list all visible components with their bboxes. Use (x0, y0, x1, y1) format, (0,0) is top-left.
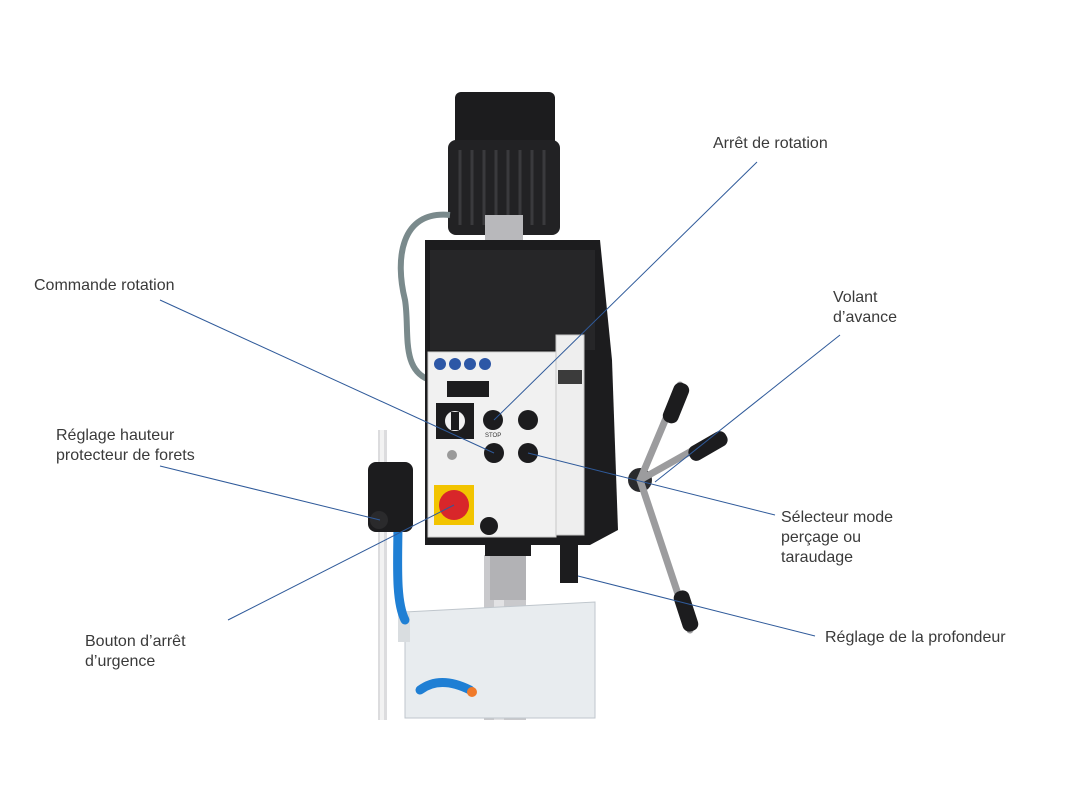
depth-scale (555, 334, 585, 536)
leader-selecteur-mode (527, 452, 776, 516)
label-bouton-arret: Bouton d’arrêt d’urgence (85, 633, 186, 670)
digital-display (447, 381, 489, 397)
power-cable (397, 211, 451, 383)
label-volant-avance: Volant d’avance (833, 289, 898, 326)
panel-stop-text: STOP (485, 433, 502, 439)
leader-commande-rotation (159, 299, 495, 454)
label-reglage-profondeur: Réglage de la profondeur (825, 629, 1006, 646)
depth-stop (560, 545, 578, 583)
leader-reglage-hauteur (159, 465, 381, 521)
label-arret-rotation: Arrêt de rotation (713, 135, 828, 152)
label-commande-rotation: Commande rotation (34, 277, 175, 294)
leader-bouton-arret (227, 504, 455, 621)
leader-reglage-profondeur (577, 575, 816, 637)
label-selecteur-mode: Sélecteur mode perçage ou taraudage (781, 509, 894, 566)
motor (455, 92, 555, 152)
leader-volant-avance (654, 334, 841, 483)
label-reglage-hauteur: Réglage hauteur protecteur de forets (56, 427, 195, 464)
coolant-hose (393, 515, 410, 625)
chip-guard (404, 601, 596, 719)
leader-arret-rotation (493, 161, 758, 421)
rotation-stop-button (483, 410, 503, 430)
